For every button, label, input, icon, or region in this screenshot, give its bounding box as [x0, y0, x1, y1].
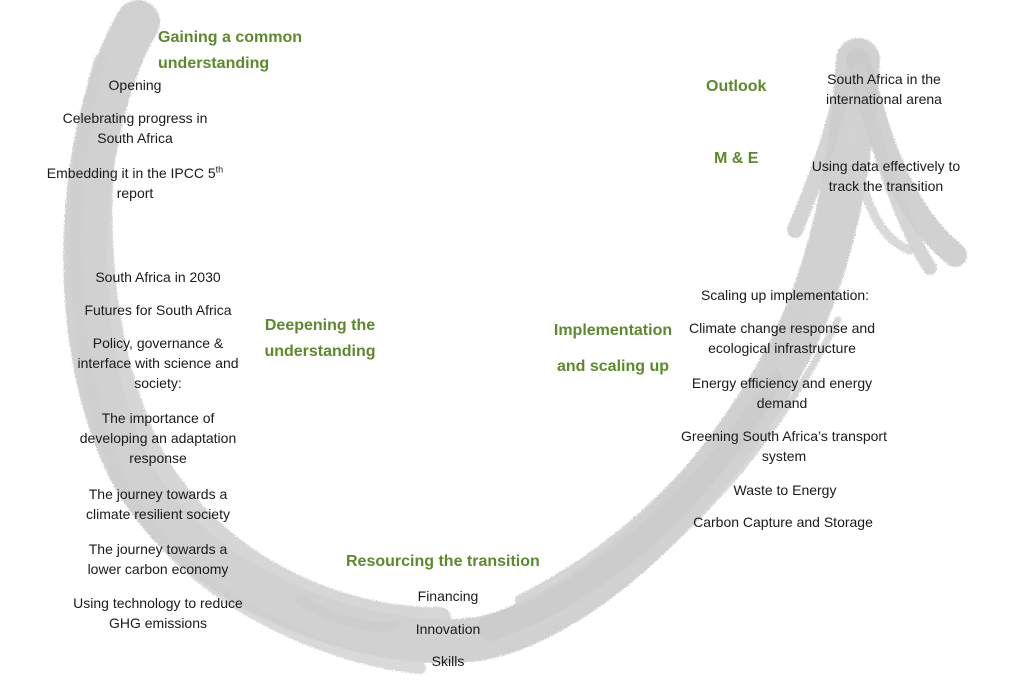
item-celebrating-line2: South Africa	[97, 130, 173, 146]
item-technology-line1: Using technology to reduce	[73, 595, 243, 611]
item-financing: Financing	[417, 588, 479, 604]
item-skills: Skills	[431, 653, 465, 669]
stroke-head-4	[845, 115, 915, 255]
item-celebrating-line1: Celebrating progress in	[62, 110, 208, 126]
item-resilient-line2: climate resilient society	[86, 506, 230, 522]
stroke-right-lower	[477, 367, 783, 641]
stroke-bottom-streak	[295, 595, 400, 632]
item-data-line2: track the transition	[828, 178, 944, 194]
item-importance-line1: The importance of	[101, 410, 215, 426]
item-data-line1: Using data effectively to	[811, 158, 961, 174]
item-energy: Energy efficiency and energy demand	[674, 373, 890, 413]
heading-implementation-line1: Implementation	[553, 322, 673, 339]
item-importance: The importance of developing an adaptati…	[60, 408, 256, 468]
item-climate: Climate change response and ecological i…	[674, 318, 890, 358]
item-resilient-line1: The journey towards a	[88, 486, 228, 502]
item-carbon: Carbon Capture and Storage	[693, 514, 873, 530]
item-waste: Waste to Energy	[733, 482, 837, 498]
item-technology: Using technology to reduce GHG emissions	[50, 593, 266, 633]
stroke-outer	[69, 54, 426, 674]
item-international: South Africa in the international arena	[800, 69, 968, 109]
stroke-right-streak-1	[515, 295, 815, 605]
item-embedding-line1: Embedding it in the IPCC 5th	[30, 163, 240, 183]
heading-deepening-line1: Deepening the	[264, 317, 376, 334]
item-energy-line2: demand	[756, 395, 808, 411]
heading-gaining-line1: Gaining a common	[158, 29, 303, 46]
item-transport: Greening South Africa’s transport system	[664, 426, 904, 466]
item-sa2030: South Africa in 2030	[95, 269, 221, 285]
item-climate-line2: ecological infrastructure	[708, 340, 856, 356]
item-importance-line3: response	[129, 450, 187, 466]
item-embedding-line2: report	[116, 185, 154, 201]
item-transport-line2: system	[761, 448, 807, 464]
stroke-head-3	[787, 72, 853, 238]
item-futures: Futures for South Africa	[84, 302, 232, 318]
heading-deepening: Deepening the understanding	[250, 313, 390, 365]
item-scaling: Scaling up implementation:	[700, 287, 870, 303]
heading-deepening-line2: understanding	[264, 343, 376, 360]
item-lowcarbon-line2: lower carbon economy	[87, 561, 229, 577]
item-energy-line1: Energy efficiency and energy	[691, 375, 873, 391]
item-policy-line2: interface with science and	[77, 355, 239, 371]
heading-gaining-line2: understanding	[158, 55, 270, 72]
heading-me: M & E	[714, 150, 759, 167]
item-policy-line1: Policy, governance &	[92, 335, 224, 351]
item-policy-line3: society:	[134, 375, 182, 391]
item-technology-line2: GHG emissions	[108, 615, 208, 631]
item-embedding-sup: th	[215, 164, 224, 175]
item-policy: Policy, governance & interface with scie…	[60, 333, 256, 393]
item-international-line2: international arena	[826, 91, 942, 107]
item-international-line1: South Africa in the	[827, 71, 941, 87]
item-opening: Opening	[108, 77, 162, 93]
item-embedding: Embedding it in the IPCC 5th report	[30, 163, 240, 203]
heading-resourcing: Resourcing the transition	[346, 553, 540, 570]
item-importance-line2: developing an adaptation	[79, 430, 237, 446]
item-embedding-text: Embedding it in the IPCC 5	[46, 165, 216, 181]
heading-implementation: Implementation and scaling up	[540, 313, 686, 385]
item-lowcarbon-line1: The journey towards a	[88, 541, 228, 557]
item-innovation: Innovation	[415, 621, 481, 637]
stroke-inner	[90, 29, 451, 630]
item-lowcarbon: The journey towards a lower carbon econo…	[60, 539, 256, 579]
item-celebrating: Celebrating progress in South Africa	[40, 108, 230, 148]
item-resilient: The journey towards a climate resilient …	[60, 484, 256, 524]
stroke-head-2	[853, 63, 937, 275]
item-transport-line1: Greening South Africa’s transport	[681, 428, 887, 444]
stroke-right-streak-2	[501, 316, 842, 644]
heading-gaining: Gaining a common understanding	[158, 25, 302, 77]
item-climate-line1: Climate change response and	[688, 320, 875, 336]
heading-outlook: Outlook	[706, 78, 767, 95]
heading-implementation-line2: and scaling up	[556, 358, 669, 375]
item-data: Using data effectively to track the tran…	[796, 156, 976, 196]
